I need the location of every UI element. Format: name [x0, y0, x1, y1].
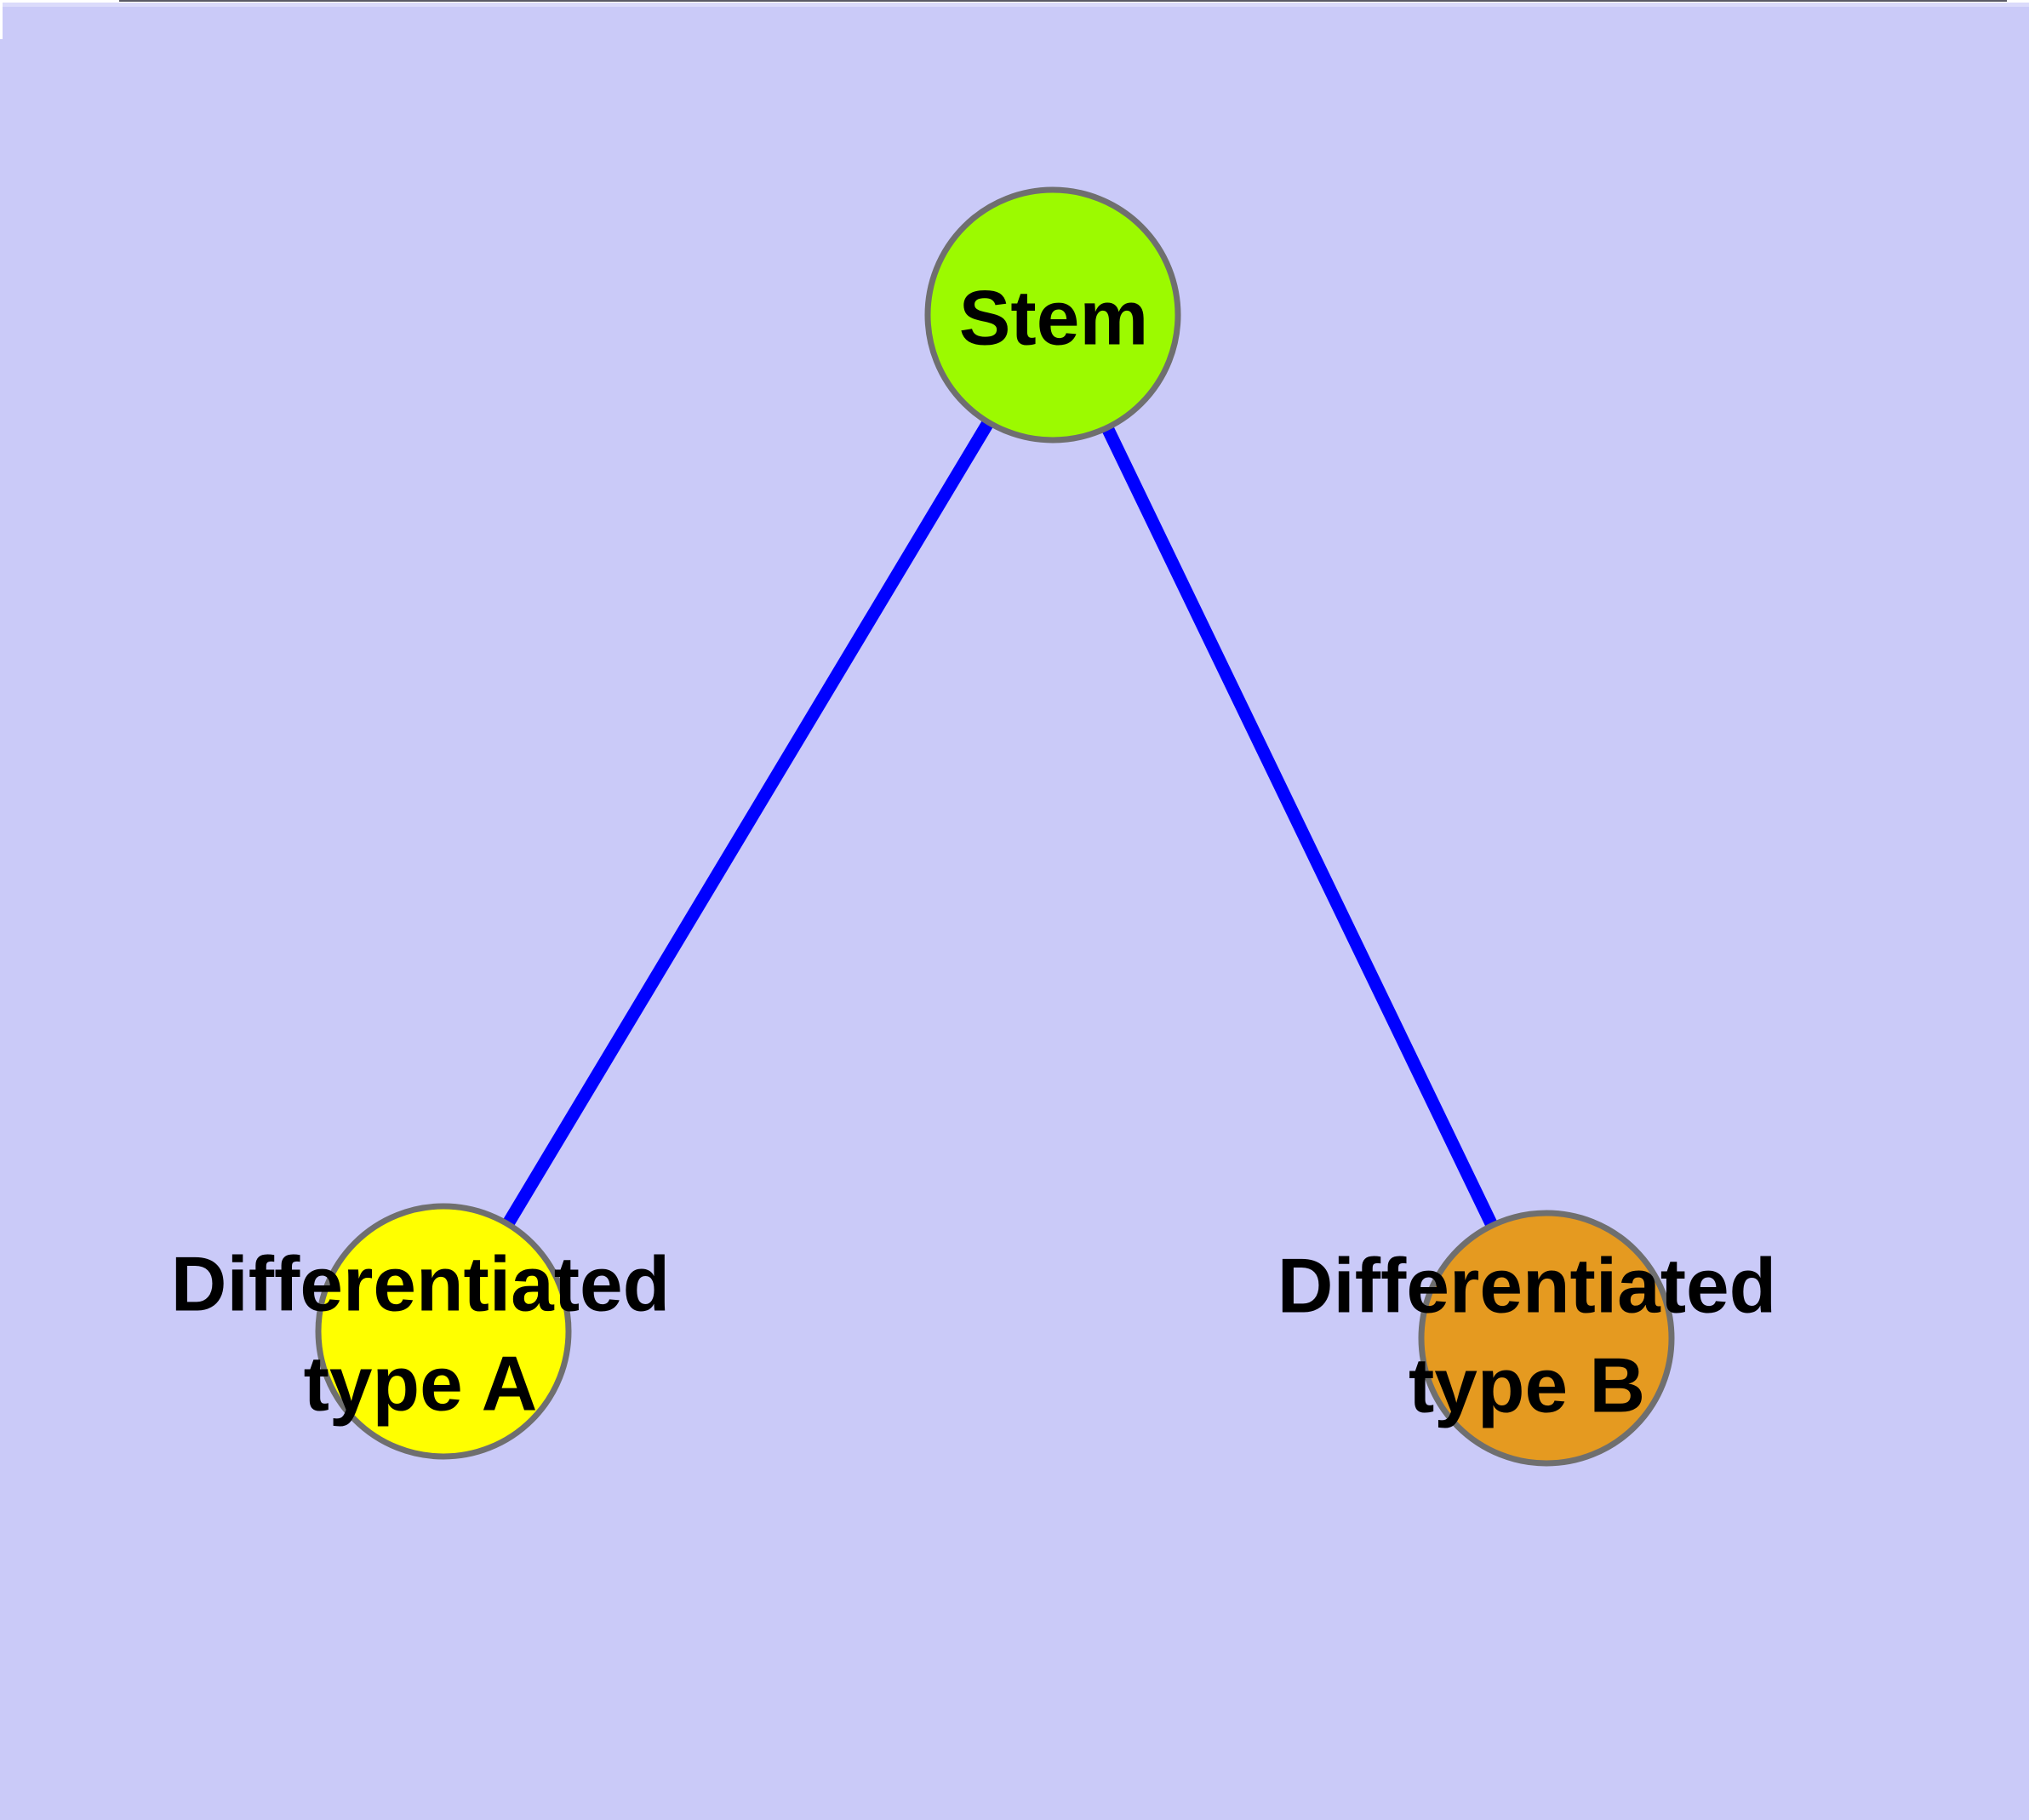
- window-left-highlight: [0, 0, 3, 39]
- node-stem[interactable]: [924, 186, 1181, 444]
- edge-stem-to-type-b[interactable]: [1047, 312, 1552, 1342]
- node-differentiated-type-b[interactable]: [1418, 1210, 1675, 1467]
- node-differentiated-type-a[interactable]: [315, 1203, 572, 1460]
- window-top-band: [0, 3, 2029, 7]
- window-top-edge-line: [119, 0, 2007, 2]
- edge-stem-to-type-a[interactable]: [437, 312, 1059, 1335]
